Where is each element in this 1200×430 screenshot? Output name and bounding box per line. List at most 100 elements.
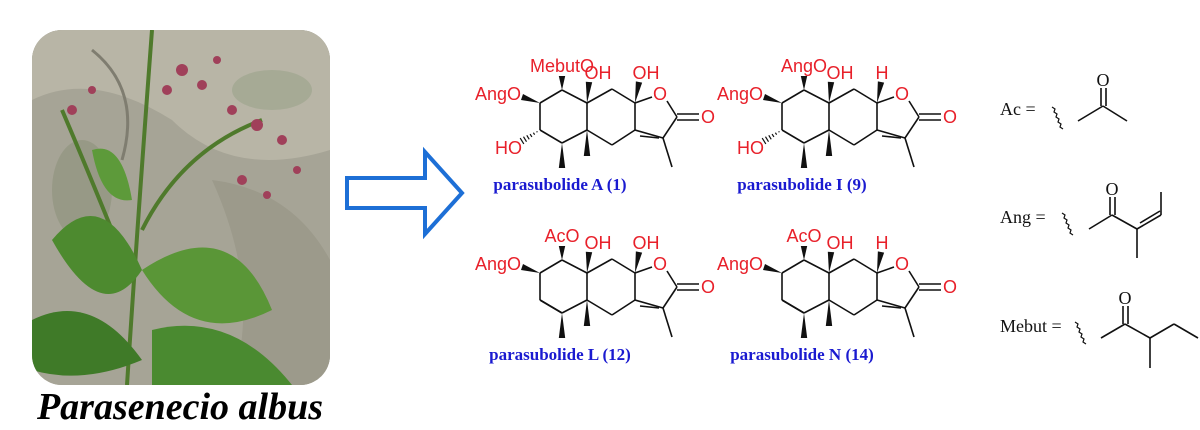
wedge-bond xyxy=(825,130,833,156)
definition-label: Mebut = xyxy=(1000,316,1062,336)
top-substituent-label: MebutO xyxy=(530,56,594,76)
wedge-bond xyxy=(520,263,540,273)
bond xyxy=(803,89,830,104)
bond xyxy=(634,129,664,139)
carbonyl-oxygen-label: O xyxy=(701,107,715,127)
bond xyxy=(561,259,588,274)
wedge-bond xyxy=(558,246,566,260)
c8-label: H xyxy=(876,63,889,83)
hash-line xyxy=(771,133,775,138)
carbonyl-oxygen-label: O xyxy=(943,277,957,297)
c8-label: OH xyxy=(633,233,660,253)
bond xyxy=(876,299,906,309)
oxygen-label: O xyxy=(1119,288,1132,308)
bond xyxy=(586,299,613,316)
bond xyxy=(662,116,678,139)
bond xyxy=(781,299,805,314)
wedge-bond xyxy=(583,130,591,156)
bond xyxy=(634,299,664,309)
carbonyl-oxygen-label: O xyxy=(943,107,957,127)
oxygen-label: O xyxy=(1106,179,1119,199)
wedge-bond xyxy=(825,300,833,326)
bond xyxy=(539,89,563,104)
ring-oxygen-label: O xyxy=(653,84,667,104)
bond xyxy=(908,270,920,288)
bond xyxy=(803,259,830,274)
compound-name: parasubolide I (9) xyxy=(737,175,866,194)
hydroxyl-label: HO xyxy=(495,138,522,158)
wedge-bond xyxy=(877,81,885,103)
bond xyxy=(611,88,636,104)
bond xyxy=(561,89,588,104)
bond xyxy=(539,129,563,144)
species-caption: Parasenecio albus xyxy=(36,386,324,428)
wedge-bond xyxy=(800,246,808,260)
bond xyxy=(662,286,678,309)
double-bond-inner xyxy=(639,305,660,309)
compound-name: parasubolide A (1) xyxy=(493,175,626,194)
plant-photo xyxy=(32,30,330,385)
hash-line xyxy=(536,131,538,133)
compound-name: parasubolide L (12) xyxy=(489,345,631,364)
bond xyxy=(781,89,805,104)
hash-line xyxy=(522,136,528,142)
wedge-bond xyxy=(800,143,808,168)
bond xyxy=(1173,323,1199,339)
hash-line xyxy=(532,132,536,135)
hash-line xyxy=(529,133,533,138)
wavy-bond xyxy=(1074,321,1087,345)
bond xyxy=(1139,210,1161,224)
left-substituent-label: AngO xyxy=(475,84,521,104)
wavy-bond xyxy=(1051,106,1064,130)
top-substituent-label: AngO xyxy=(781,56,827,76)
wedge-bond xyxy=(520,93,540,103)
hash-line xyxy=(768,135,772,140)
bond xyxy=(876,96,895,104)
double-bond-inner xyxy=(881,305,902,309)
c10-label: OH xyxy=(585,233,612,253)
bond xyxy=(634,266,653,274)
bond xyxy=(586,258,613,274)
wedge-bond xyxy=(877,251,885,273)
wedge-bond xyxy=(827,251,835,273)
wedge-bond xyxy=(827,81,835,103)
wedge-bond xyxy=(558,143,566,168)
wedge-bond xyxy=(585,251,593,273)
bond xyxy=(1124,323,1151,339)
wedge-bond xyxy=(558,313,566,338)
bond xyxy=(561,129,588,144)
bond xyxy=(828,299,855,316)
bond xyxy=(1136,214,1162,230)
bond xyxy=(853,129,878,146)
bond xyxy=(828,258,855,274)
bond xyxy=(853,299,878,316)
hash-line xyxy=(774,132,778,135)
definition-label: Ac = xyxy=(1000,99,1036,119)
wedge-bond xyxy=(585,81,593,103)
wedge-bond xyxy=(800,76,808,90)
hash-line xyxy=(778,131,780,133)
wedge-bond xyxy=(800,313,808,338)
ring-oxygen-label: O xyxy=(895,254,909,274)
methyl-bond xyxy=(662,307,673,338)
bond xyxy=(904,116,920,139)
definition-label: Ang = xyxy=(1000,207,1046,227)
methyl-bond xyxy=(904,307,915,338)
bond xyxy=(781,259,805,274)
ang-definition: Ang = O xyxy=(1000,179,1162,258)
hydroxyl-label: HO xyxy=(737,138,764,158)
bond xyxy=(611,129,636,146)
hash-line xyxy=(519,137,525,145)
bond xyxy=(828,88,855,104)
compound-name: parasubolide N (14) xyxy=(730,345,874,364)
carbonyl-oxygen-label: O xyxy=(701,277,715,297)
c10-label: OH xyxy=(585,63,612,83)
oxygen-label: O xyxy=(1097,70,1110,90)
bond xyxy=(853,88,878,104)
wedge-bond xyxy=(558,76,566,90)
bond xyxy=(876,129,906,139)
bond xyxy=(561,299,588,314)
